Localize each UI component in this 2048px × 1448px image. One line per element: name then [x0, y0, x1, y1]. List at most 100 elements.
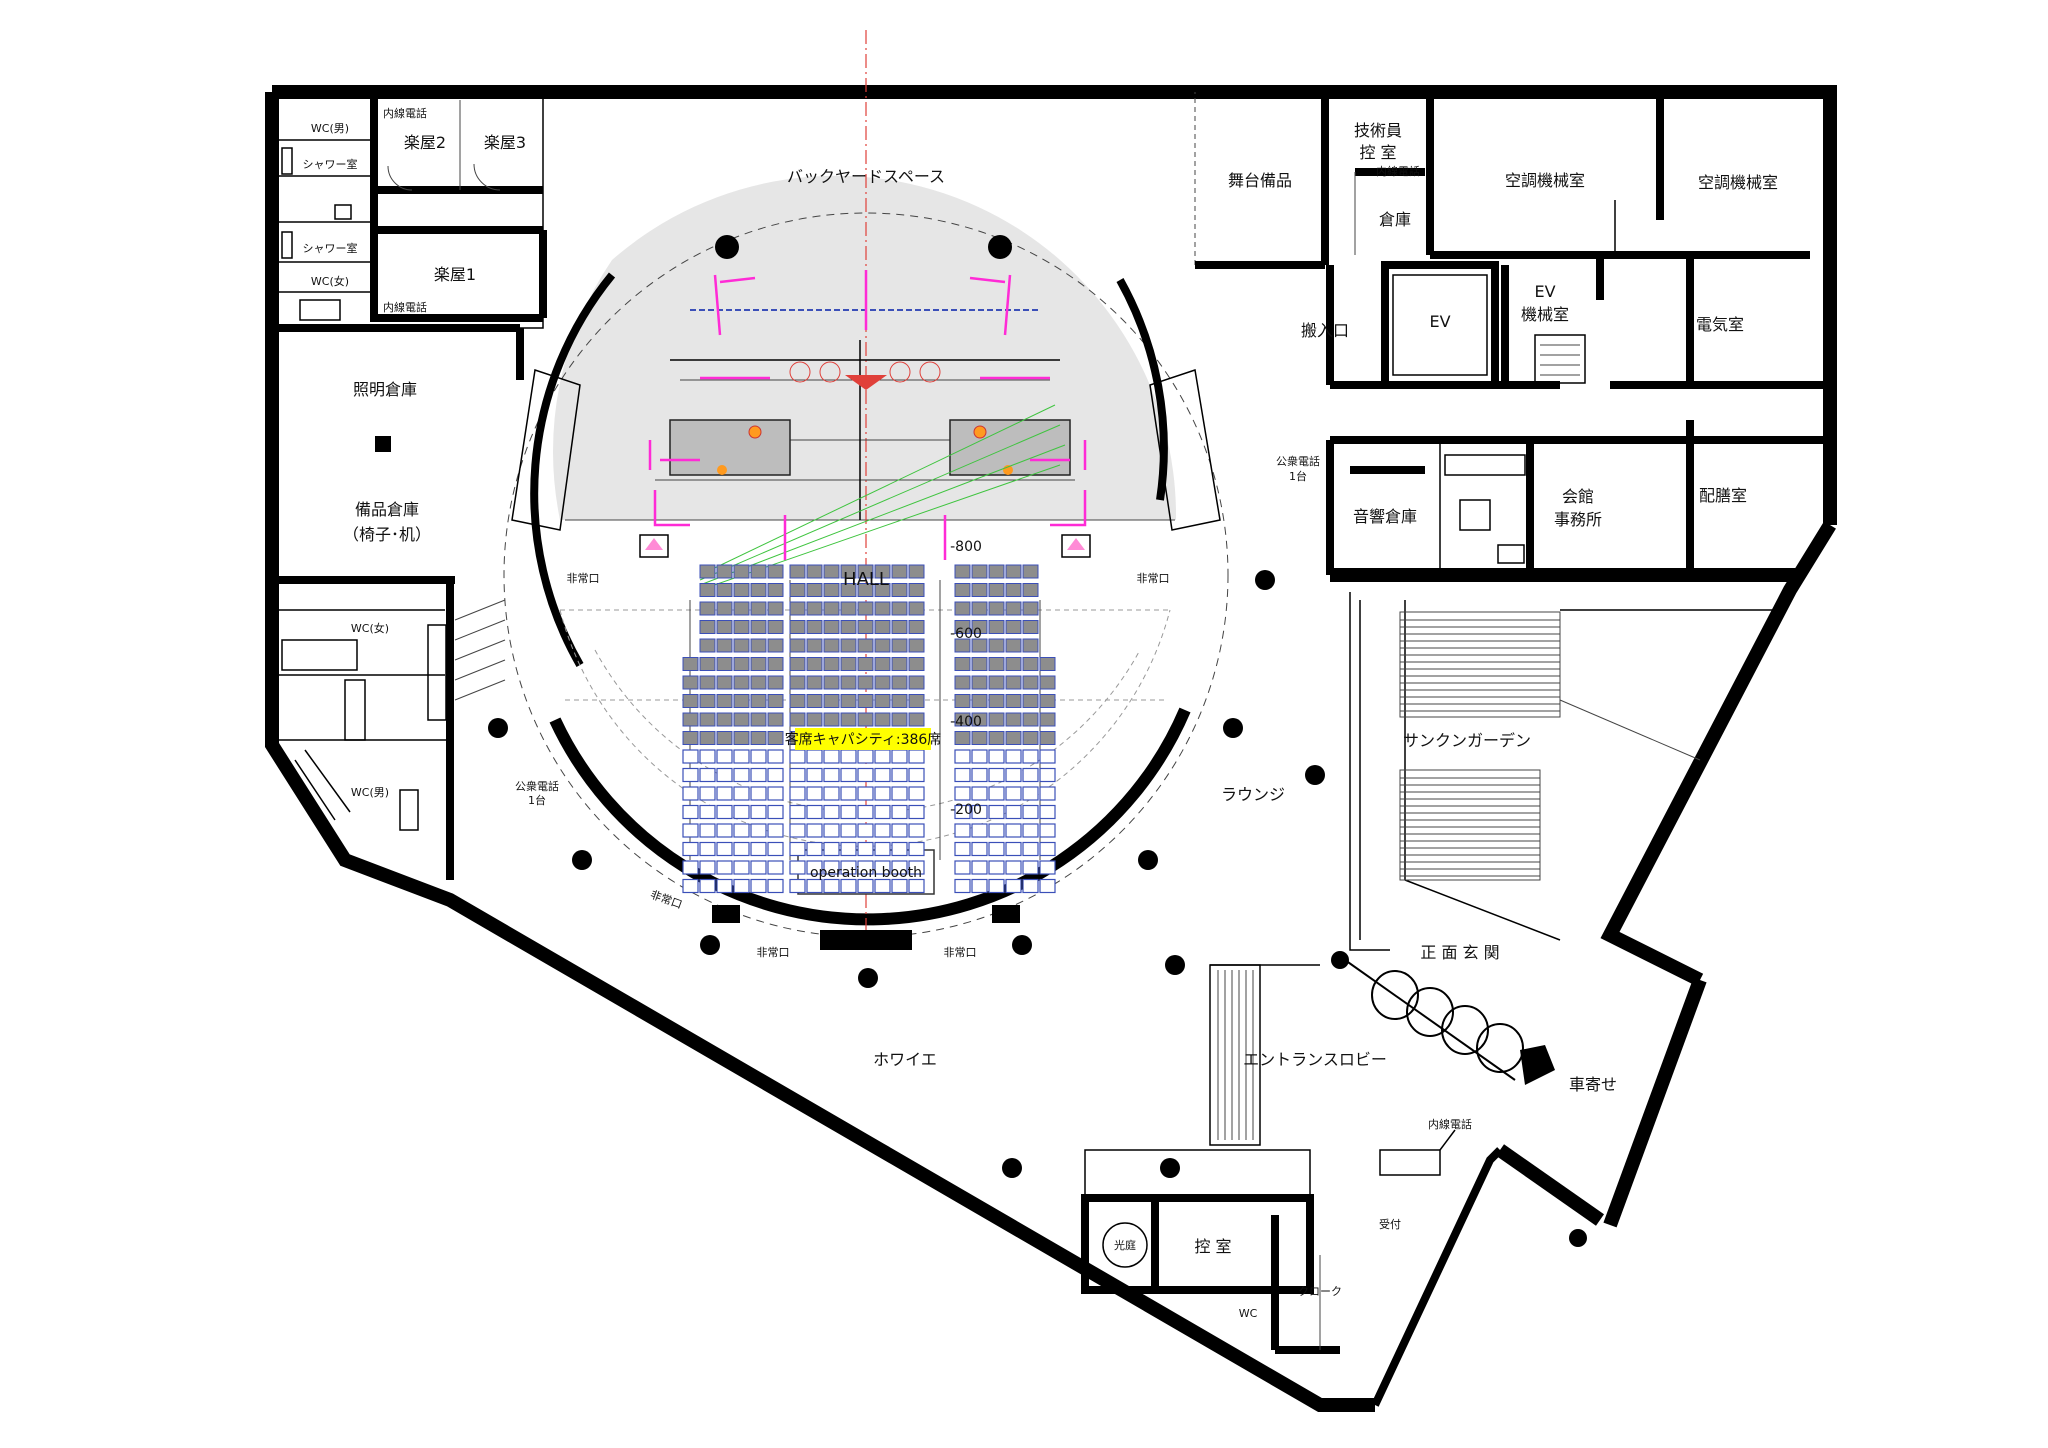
seat [1022, 823, 1039, 838]
label-wc-female-left: WC(女) [351, 621, 389, 635]
seat [806, 620, 823, 634]
seat [874, 860, 891, 875]
seat [1039, 712, 1056, 727]
seat [857, 712, 874, 727]
label-naisen-3: 内線電話 [1376, 164, 1420, 178]
seat [750, 657, 767, 671]
seat [733, 860, 750, 875]
seat [733, 731, 750, 745]
seat [908, 601, 925, 616]
seat [954, 657, 971, 671]
pink-dimension-arrows [648, 270, 1087, 560]
seat [699, 749, 716, 764]
seat [988, 601, 1005, 616]
seat [716, 749, 733, 764]
seat [857, 878, 874, 894]
seat [1022, 564, 1039, 579]
label-front-entrance: 正 面 玄 関 [1420, 943, 1499, 962]
seat [1005, 823, 1022, 838]
seat [716, 564, 733, 579]
seat [954, 638, 971, 653]
seat [988, 712, 1005, 727]
capacity-highlight [795, 728, 931, 750]
seat [988, 731, 1005, 745]
seat [857, 620, 874, 634]
seat [857, 749, 874, 764]
seat [971, 564, 988, 579]
seat [806, 749, 823, 764]
seat [682, 878, 699, 894]
seat [789, 694, 806, 708]
label-tech-room-1: 技術員 [1354, 121, 1402, 140]
seat [971, 804, 988, 820]
seat [891, 878, 908, 894]
seat [767, 860, 784, 875]
label-equipment-storage-sub: （椅子･机） [343, 525, 431, 544]
seat [823, 657, 840, 671]
seat [874, 675, 891, 690]
seat [1005, 601, 1022, 616]
seat [908, 860, 925, 875]
seat [716, 878, 733, 894]
seat [971, 878, 988, 894]
seat [954, 564, 971, 579]
seat [1039, 823, 1056, 838]
seat [823, 583, 840, 597]
seat [806, 804, 823, 820]
seat [733, 823, 750, 838]
label-naisen-2: 内線電話 [383, 300, 427, 314]
seat [682, 694, 699, 708]
seat [750, 638, 767, 653]
label-exit-right-upper: 非常口 [1137, 572, 1170, 585]
label-wc-male-top: WC(男) [311, 122, 349, 135]
seat [716, 767, 733, 783]
seat [908, 878, 925, 894]
label-level-800: -800 [950, 539, 982, 555]
label-level-600: -600 [950, 626, 982, 642]
seat [840, 860, 857, 875]
seat [908, 804, 925, 820]
seat [840, 638, 857, 653]
seat [908, 823, 925, 838]
seat [699, 675, 716, 690]
seat [767, 694, 784, 708]
seat [874, 694, 891, 708]
seat [908, 638, 925, 653]
seat [840, 675, 857, 690]
seat [682, 841, 699, 857]
label-exit-left-upper: 非常口 [567, 572, 600, 585]
seat [1005, 749, 1022, 764]
seat [971, 860, 988, 875]
seat [988, 675, 1005, 690]
seat [750, 749, 767, 764]
seat [840, 712, 857, 727]
seat [954, 878, 971, 894]
seat [971, 657, 988, 671]
seat [823, 620, 840, 634]
seat [988, 657, 1005, 671]
seat [988, 694, 1005, 708]
seat [954, 620, 971, 634]
seat [971, 823, 988, 838]
seat [789, 878, 806, 894]
seat [840, 804, 857, 820]
seat [971, 712, 988, 727]
seat [767, 804, 784, 820]
seat [750, 731, 767, 745]
seat [1022, 657, 1039, 671]
seat [750, 601, 767, 616]
seat [1022, 694, 1039, 708]
seat [857, 564, 874, 579]
seat [823, 823, 840, 838]
seat [1005, 878, 1022, 894]
seat [1022, 841, 1039, 857]
seat [789, 860, 806, 875]
seat [891, 804, 908, 820]
label-loading: 搬入口 [1301, 321, 1349, 340]
seat [971, 601, 988, 616]
seat [1022, 767, 1039, 783]
seat [954, 694, 971, 708]
seat [857, 601, 874, 616]
seat [840, 620, 857, 634]
seat [874, 823, 891, 838]
